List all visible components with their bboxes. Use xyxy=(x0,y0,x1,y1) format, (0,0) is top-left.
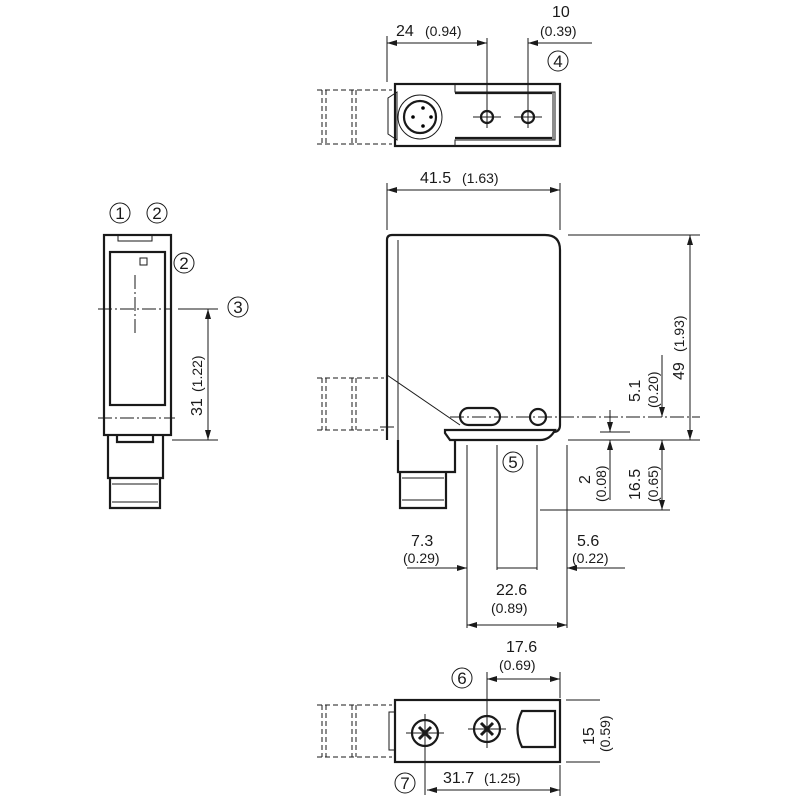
dim-17-6: 17.6 xyxy=(506,639,537,656)
dim-22-6: 22.6 xyxy=(496,582,527,599)
callout-7: 7 xyxy=(400,774,409,793)
dim-49: 49 xyxy=(671,362,688,380)
dim-2: 2 xyxy=(577,475,594,484)
callout-1: 1 xyxy=(115,204,124,223)
dim-31: 31 xyxy=(189,398,206,416)
bottom-view: 17.6 (0.69) 15 (0.59) 31.7 (1.25) 6 7 xyxy=(317,639,613,796)
dim-31-in: (1.22) xyxy=(189,355,205,392)
dim-10-in: (0.39) xyxy=(540,23,577,39)
dim-5-6: 5.6 xyxy=(577,533,599,550)
side-view: 1 2 2 3 31 (1.22) xyxy=(98,202,249,510)
dim-24: 24 xyxy=(396,23,414,40)
callout-3: 3 xyxy=(233,298,242,317)
callout-2: 2 xyxy=(152,204,161,223)
dim-22-6-in: (0.89) xyxy=(491,600,528,616)
dim-5-6-in: (0.22) xyxy=(572,550,609,566)
dim-5-1-in: (0.20) xyxy=(645,371,661,408)
dim-41-5: 41.5 xyxy=(420,170,451,187)
front-view: 41.5 (1.63) 49 (1.93) 5.1 (0.20) 16.5 (0… xyxy=(317,170,700,628)
dim-15: 15 xyxy=(581,727,598,745)
dim-16-5-in: (0.65) xyxy=(645,465,661,502)
dim-24-in: (0.94) xyxy=(425,23,462,39)
dim-10: 10 xyxy=(552,4,570,21)
dim-49-in: (1.93) xyxy=(671,315,687,352)
dim-5-1: 5.1 xyxy=(627,380,644,402)
dim-17-6-in: (0.69) xyxy=(499,657,536,673)
callout-2b: 2 xyxy=(179,254,188,273)
callout-5: 5 xyxy=(508,453,517,472)
top-view: 24 (0.94) 10 (0.39) 4 xyxy=(317,4,592,148)
dim-15-in: (0.59) xyxy=(597,715,613,752)
dim-41-5-in: (1.63) xyxy=(462,170,499,186)
callout-4: 4 xyxy=(553,52,562,71)
callout-6: 6 xyxy=(457,669,466,688)
dim-7-3: 7.3 xyxy=(411,533,433,550)
dim-31-7: 31.7 xyxy=(443,770,474,787)
dim-16-5: 16.5 xyxy=(627,469,644,500)
dim-31-7-in: (1.25) xyxy=(484,770,521,786)
dim-7-3-in: (0.29) xyxy=(403,550,440,566)
dim-2-in: (0.08) xyxy=(593,465,609,502)
